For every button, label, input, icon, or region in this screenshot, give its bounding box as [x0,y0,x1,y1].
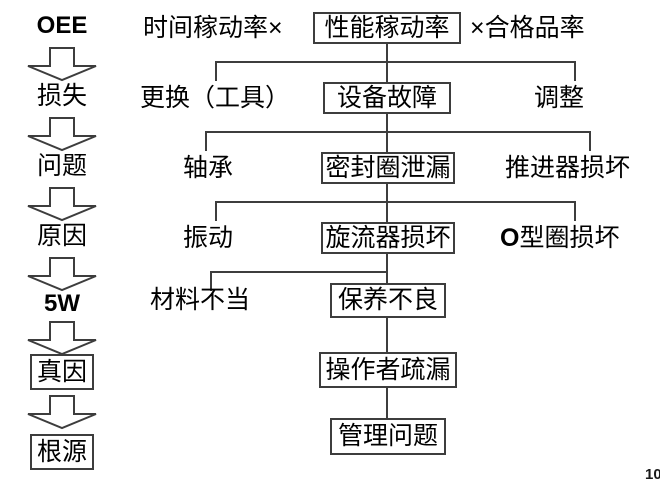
row-2-left-label: 轴承 [183,153,234,182]
stage-label-5w: 5W [44,290,80,317]
stage-label-problem: 问题 [36,152,87,180]
row-3-right-rest: 型圈损坏 [519,223,620,252]
row-3-center-box: 旋流器损坏 [321,222,455,254]
connector-right-stub [589,131,591,151]
connector-left-stub [215,61,217,81]
row-1-right-label: 调整 [534,83,585,112]
row-6-center-box: 管理问题 [330,418,446,455]
stage-label-oee: OEE [36,12,88,39]
connector-center-drop [386,271,388,283]
row-3-right-prefix: O [500,223,520,252]
formula-left-text: 时间稼动率× [143,13,283,42]
connector-center-drop [386,131,388,152]
connector-right-stub [574,61,576,81]
connector-left-stub [210,271,212,291]
down-arrow-icon-1 [26,46,98,82]
connector-right-stub [574,201,576,221]
row-2-right-label: 推进器损坏 [505,153,631,182]
row-1-center-box: 设备故障 [323,82,451,114]
page-number: 10 [645,466,660,483]
stage-label-loss: 损失 [36,82,87,110]
connector-center-drop [386,201,388,222]
row-3-left-label: 振动 [183,223,234,252]
connector-bar [210,271,388,273]
connector-left-stub [215,201,217,221]
stage-label-cause: 原因 [36,222,87,250]
row-4-left-label: 材料不当 [150,285,251,314]
row-5-center-box: 操作者疏漏 [319,352,457,388]
connector-row-5-to-6 [386,388,388,418]
connector-center-drop [386,61,388,82]
row-4-center-box: 保养不良 [330,283,446,318]
connector-left-stub [205,131,207,151]
connector-bar [205,131,590,133]
stage-box-root: 根源 [30,434,94,470]
down-arrow-icon-6 [26,394,98,430]
connector-row-4-to-5 [386,318,388,352]
connector-bar [215,201,575,203]
formula-center-box: 性能稼动率 [313,12,461,44]
row-1-left-label: 更换（工具） [140,83,291,112]
connector-stem [386,184,388,202]
stage-box-true-cause: 真因 [30,354,94,390]
connector-stem [386,114,388,132]
down-arrow-icon-4 [26,256,98,292]
down-arrow-icon-5 [26,320,98,356]
connector-stem [386,254,388,272]
down-arrow-icon-3 [26,186,98,222]
connector-bar [215,61,575,63]
formula-right-text: ×合格品率 [470,13,585,42]
row-2-center-box: 密封圈泄漏 [321,152,455,184]
down-arrow-icon-2 [26,116,98,152]
connector-stem [386,44,388,62]
